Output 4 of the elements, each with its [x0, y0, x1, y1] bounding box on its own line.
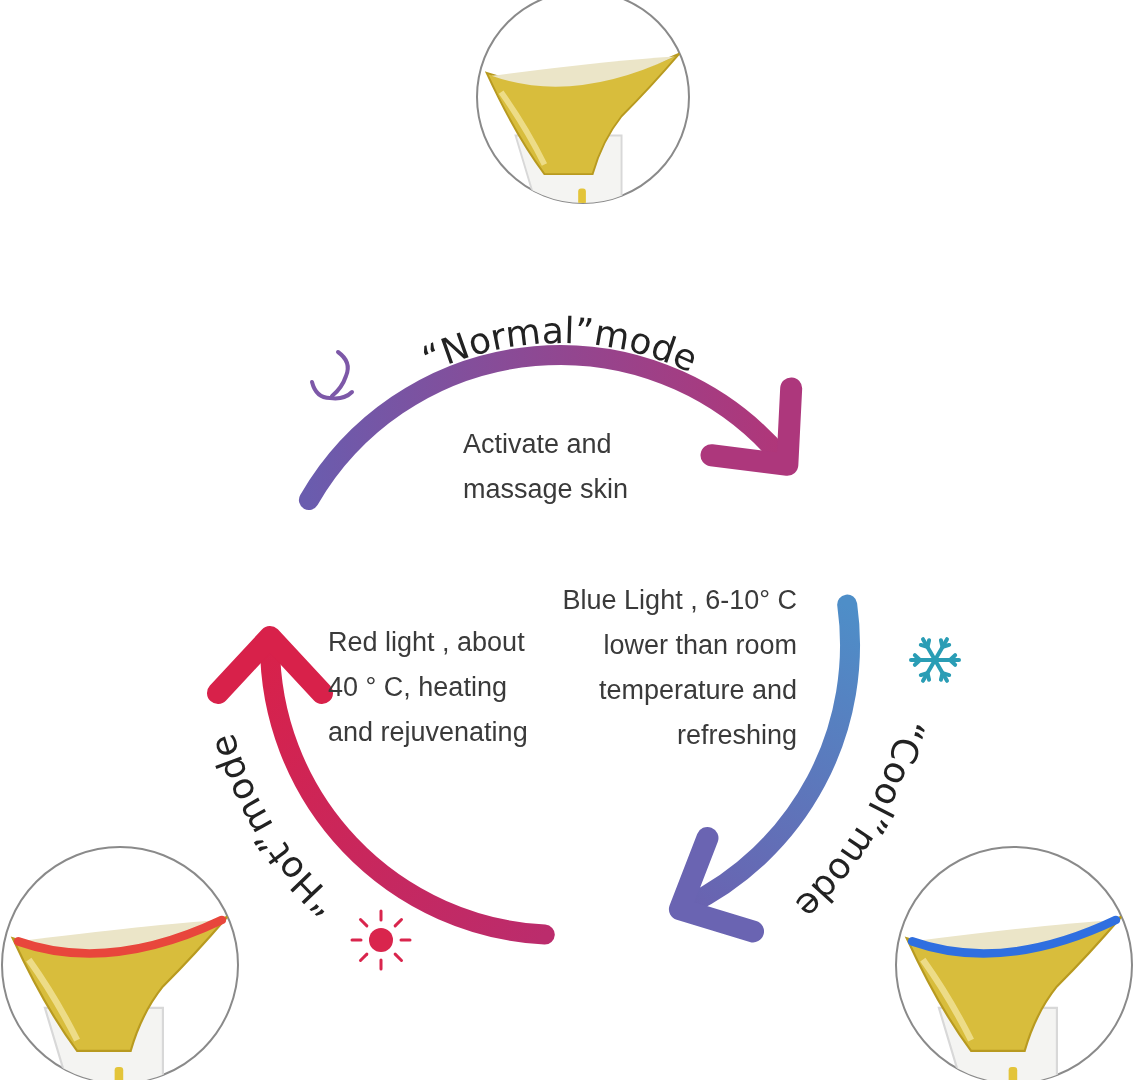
mode-title: “Normal”mode [416, 309, 704, 380]
mode-description: Blue Light , 6-10° C lower than room temperature and refreshing [561, 584, 797, 750]
mode-description: Activate and massage skin [463, 428, 630, 506]
mode-description: Red light , about 40 ° C, heating and rejuvenating [328, 626, 529, 749]
